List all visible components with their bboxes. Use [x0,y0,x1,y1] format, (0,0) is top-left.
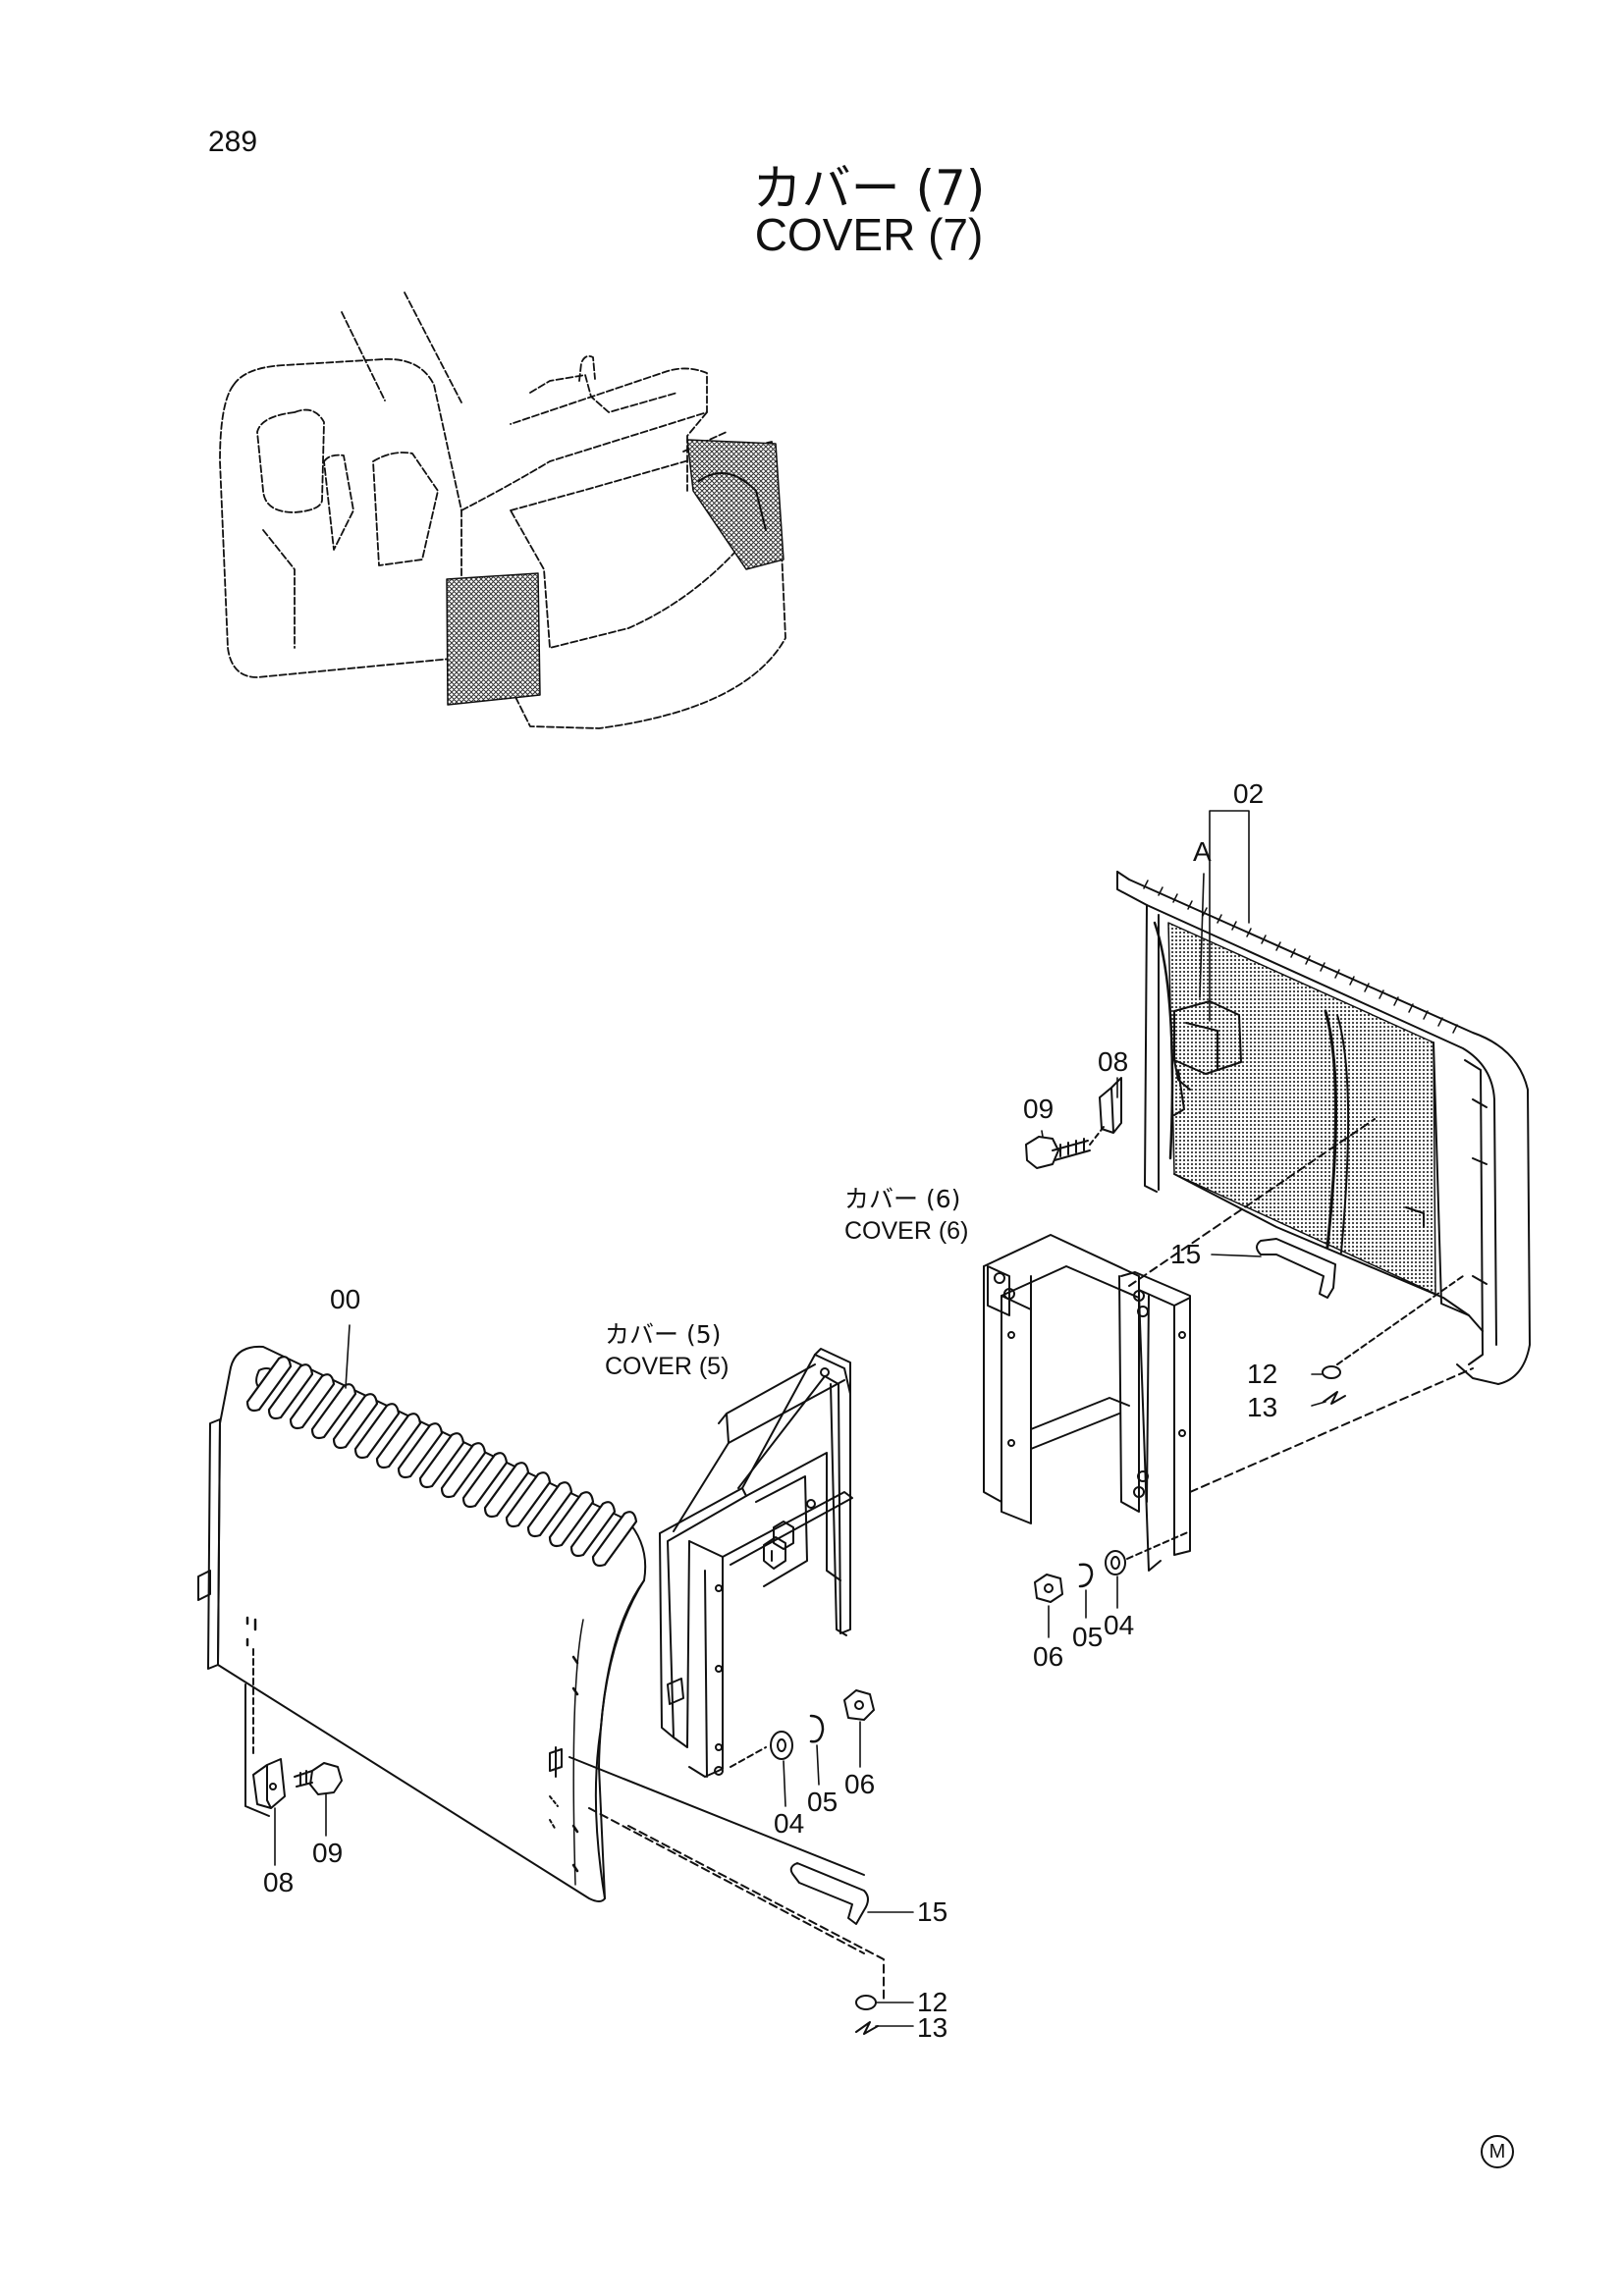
cover-5-frame [659,1348,853,1778]
leader-lines [274,810,1326,2027]
handle-15-right [1256,1238,1336,1299]
cover-6-label: カバー (6) COVER (6) [844,1184,968,1247]
side-cover-00 [197,1345,647,1902]
bracket-08-left [252,1758,286,1809]
callout-02: 02 [1233,778,1265,809]
washer-04-left [770,1731,793,1760]
nut-06-left [843,1689,875,1721]
callout-04-right: 04 [1104,1610,1135,1640]
callout-09-right: 09 [1023,1094,1055,1124]
handle-15-left [789,1862,869,1925]
page-title-english: COVER (7) [754,209,984,260]
callout-09-left: 09 [312,1838,344,1868]
overview-side-grille [446,572,541,706]
callout-04-left: 04 [774,1808,805,1839]
frame-assembly-02 [1116,871,1531,1385]
cover-vent-slots [245,1356,638,1568]
callout-13-right: 13 [1247,1392,1278,1422]
cover-5-label-jp: カバー (5) [605,1320,722,1349]
callout-08-left: 08 [263,1867,295,1897]
spring-washer-05-right [1078,1563,1094,1588]
cover-5-label-en: COVER (5) [605,1353,730,1380]
callout-15-right: 15 [1170,1239,1202,1269]
callout-08-right: 08 [1098,1046,1129,1077]
cover-5-label: カバー (5) COVER (5) [605,1319,729,1382]
bolt-09-left [294,1762,343,1795]
callout-00: 00 [330,1284,361,1314]
cover-6-label-en: COVER (6) [844,1217,969,1245]
callout-05-right: 05 [1072,1622,1104,1652]
callout-05-left: 05 [807,1787,839,1817]
callout-12-left: 12 [917,1987,948,2017]
callout-15-left: 15 [917,1896,948,1927]
callout-06-left: 06 [844,1769,876,1799]
view-marker-a: A [1193,836,1212,867]
cover-6-frame [983,1234,1191,1572]
overview-rear-grille [686,439,784,570]
spring-washer-05-left [809,1714,825,1743]
callout-06-right: 06 [1033,1641,1064,1672]
nut-06-right [1034,1574,1063,1603]
maker-mark: M [1481,2135,1514,2168]
callout-12-right: 12 [1247,1359,1278,1389]
washer-12-right [1322,1365,1341,1379]
page-title-japanese: カバー (7) [752,160,986,217]
bolt-09-right [1025,1126,1105,1169]
cover-6-label-jp: カバー (6) [844,1185,961,1213]
pin-13-right [1323,1391,1346,1405]
callout-13-left: 13 [917,2012,948,2043]
page-number: 289 [208,126,258,158]
washer-12-left [855,1995,877,2010]
pin-13-left [855,2021,879,2035]
washer-04-right [1105,1550,1126,1575]
